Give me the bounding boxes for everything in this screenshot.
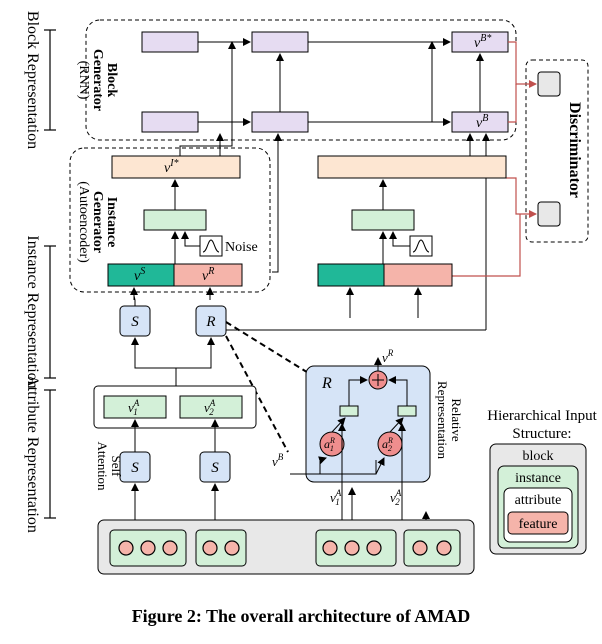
relative-R-label: R [321, 375, 332, 392]
svg-text:(RNN): (RNN) [76, 61, 91, 100]
architecture-diagram: Block Representation Instance Representa… [24, 11, 598, 575]
decoder-output-vI-star [111, 155, 241, 179]
attribute-vA1 [103, 395, 167, 419]
rnn-cell-bottom-2 [251, 111, 309, 133]
instance-vS-2 [317, 263, 385, 287]
rnn-connections [179, 38, 490, 330]
block-generator-title: Block Generator (RNN) [76, 49, 119, 111]
relative-connections [290, 357, 430, 528]
label-relative-vR: vR [382, 348, 394, 365]
svg-text:Generator: Generator [90, 191, 105, 253]
left-bracket-instance [44, 245, 56, 379]
relative-unit-2 [397, 405, 417, 417]
discriminator-inputs [452, 41, 537, 277]
relative-unit-1 [339, 405, 359, 417]
label-instance-representation: Instance Representation [24, 235, 41, 388]
decoder-output-2 [317, 155, 507, 179]
label-block-representation: Block Representation [24, 11, 41, 149]
noise-box-2 [409, 235, 433, 257]
relative-representation-label: Relative Representation [435, 381, 464, 459]
legend-feature [507, 511, 569, 535]
discriminator-frame [525, 59, 589, 243]
dashed-link-R-2 [225, 335, 289, 453]
label-vI-star: vI* [164, 158, 179, 176]
rnn-cell-bottom-1 [141, 111, 199, 133]
label-vR: vR [202, 266, 214, 284]
legend-attribute-label: attribute [515, 493, 562, 508]
svg-text:Relative: Relative [449, 398, 464, 442]
legend-title-1: Hierarchical Input [487, 408, 597, 424]
svg-text:S: S [131, 314, 139, 330]
noise-box [199, 235, 223, 257]
legend-feature-label: feature [519, 517, 558, 532]
feature-circles [118, 540, 452, 556]
instance-vR-2 [383, 263, 453, 287]
legend-block-label: block [522, 449, 553, 464]
attribute-vA2 [179, 395, 243, 419]
svg-text:Self: Self [109, 456, 124, 478]
svg-text:Attention: Attention [95, 441, 110, 491]
label-relative-vB: vB [272, 452, 284, 469]
svg-text:Representation: Representation [435, 381, 450, 459]
svg-text:R: R [205, 314, 215, 330]
legend-title-2: Structure: [512, 426, 571, 442]
discriminator-unit-top [537, 71, 561, 97]
instance-input-4 [403, 529, 461, 567]
figure-caption: Figure 2: The overall architecture of AM… [131, 606, 471, 626]
self-attention-label: Self Attention [95, 441, 124, 491]
sr-connections [131, 295, 486, 386]
left-bracket-block [44, 29, 56, 131]
label-vB: vB [476, 113, 488, 131]
rnn-cell-top-1 [141, 31, 199, 53]
instance-2-connections [346, 179, 422, 318]
noise-gaussian-icon [202, 239, 220, 253]
instance-generator-frame [69, 147, 271, 293]
relative-R-instance [195, 305, 227, 337]
noise-gaussian-icon-2 [412, 239, 430, 253]
instance-input-2 [195, 529, 247, 567]
svg-text:(Autoencoder): (Autoencoder) [76, 181, 91, 263]
label-vS: vS [134, 266, 145, 284]
discriminator-title: Discriminator [566, 102, 583, 198]
svg-text:Instance: Instance [104, 197, 119, 248]
svg-text:Generator: Generator [90, 49, 105, 111]
discriminator-unit-bottom [537, 201, 561, 227]
attribute-connections [131, 419, 219, 524]
dashed-link-R [225, 321, 311, 375]
legend-instance-label: instance [515, 471, 561, 486]
svg-text:S: S [131, 460, 139, 476]
svg-text:Block: Block [104, 63, 119, 97]
label-noise: Noise [225, 240, 258, 255]
left-bracket-attribute [44, 389, 56, 519]
svg-text:S: S [211, 460, 219, 476]
rnn-cell-top-2 [251, 31, 309, 53]
encoder-latent-2 [351, 209, 415, 231]
instance-vR [173, 263, 243, 287]
label-attribute-representation: Attribute Representation [24, 375, 41, 533]
encoder-latent [143, 209, 207, 231]
instance-generator-title: Instance Generator (Autoencoder) [76, 181, 119, 263]
label-vB-star: vB* [474, 33, 491, 51]
